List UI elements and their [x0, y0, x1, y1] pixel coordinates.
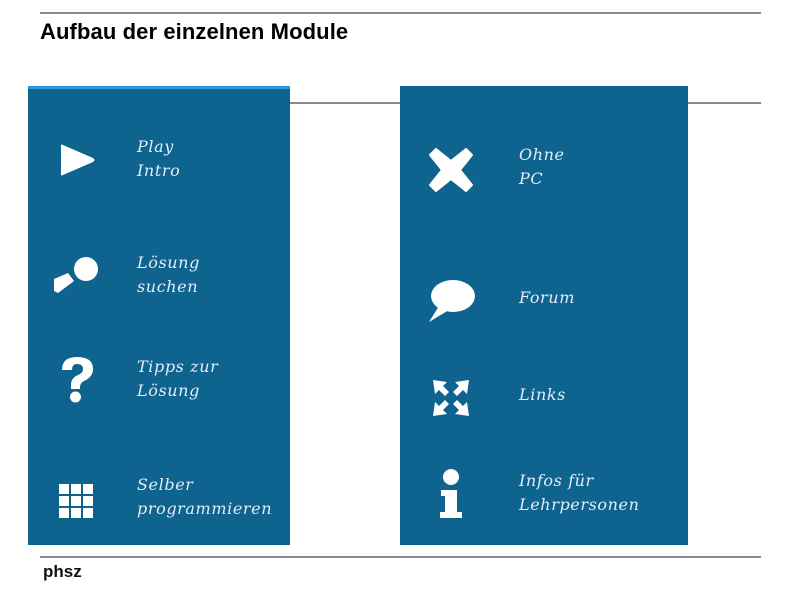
module-infos-fuer-lehrpersonen[interactable]: Infos für Lehrpersonen [400, 463, 688, 533]
module-links[interactable]: Links [400, 369, 688, 439]
module-label: Infos für Lehrpersonen [519, 471, 640, 514]
footer-brand: phsz [43, 562, 82, 581]
module-ohne-pc[interactable]: Ohne PC [400, 139, 688, 209]
expand-arrows-icon [424, 373, 478, 423]
bottom-rule [40, 556, 761, 558]
module-label: Ohne PC [519, 145, 565, 188]
module-label: Links [519, 385, 566, 404]
right-module-panel: Ohne PC Forum Links In [400, 86, 688, 545]
top-rule [40, 12, 761, 14]
cross-icon [424, 145, 478, 195]
grid-icon [50, 477, 104, 527]
module-loesung-suchen[interactable]: Lösung suchen [28, 245, 290, 315]
page-title: Aufbau der einzelnen Module [40, 19, 349, 44]
play-icon [50, 135, 104, 185]
module-play-intro[interactable]: Play Intro [28, 129, 290, 199]
question-mark-icon [50, 355, 104, 405]
left-module-panel: Play Intro Lösung suchen Tipps zur Lösun… [28, 86, 290, 545]
info-icon [424, 469, 478, 519]
module-label: Selber programmieren [137, 475, 273, 518]
speech-bubble-icon [424, 276, 478, 326]
magnifier-icon [50, 251, 104, 301]
module-label: Play Intro [137, 137, 181, 180]
module-forum[interactable]: Forum [400, 272, 688, 342]
module-label: Tipps zur Lösung [137, 357, 219, 400]
module-label: Lösung suchen [137, 253, 200, 296]
module-tipps-zur-loesung[interactable]: Tipps zur Lösung [28, 349, 290, 419]
module-selber-programmieren[interactable]: Selber programmieren [28, 467, 290, 537]
module-label: Forum [519, 288, 575, 307]
